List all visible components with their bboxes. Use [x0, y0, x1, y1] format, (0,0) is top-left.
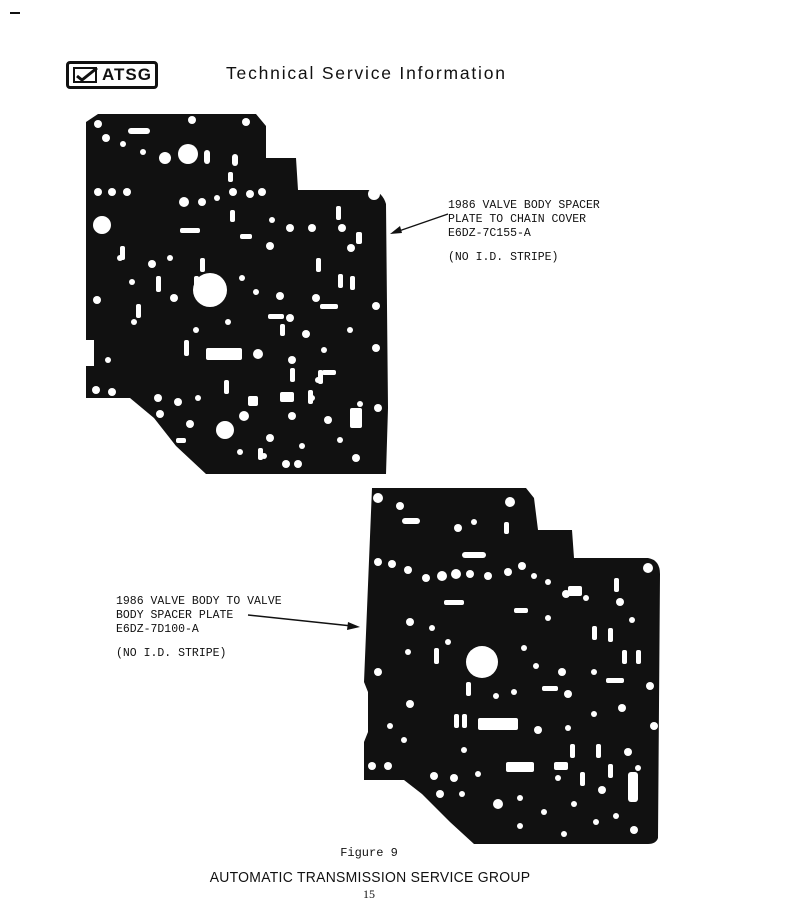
logo-text: ATSG [102, 65, 152, 84]
corner-mark [10, 12, 20, 14]
part-number: E6DZ-7D100-A [116, 623, 199, 636]
page-number: 15 [363, 887, 375, 901]
spacer-plate-drawing-top [80, 108, 400, 478]
atsg-logo: ATSG [66, 61, 158, 89]
part-label-line: PLATE TO CHAIN COVER [448, 213, 587, 226]
part-note: (NO I.D. STRIPE) [116, 647, 227, 660]
part-label-bottom: 1986 VALVE BODY TO VALVE BODY SPACER PLA… [116, 595, 282, 661]
spacer-plate-drawing-bottom [358, 482, 664, 848]
part-label-line: 1986 VALVE BODY TO VALVE [116, 595, 282, 608]
part-number: E6DZ-7C155-A [448, 227, 531, 240]
footer-organization: AUTOMATIC TRANSMISSION SERVICE GROUP [209, 869, 531, 886]
figure-caption: Figure 9 [340, 846, 398, 860]
arrow-icon [247, 614, 360, 630]
part-label-top: 1986 VALVE BODY SPACER PLATE TO CHAIN CO… [448, 199, 600, 265]
atsg-check-logo-icon [73, 66, 98, 83]
part-label-line: BODY SPACER PLATE [116, 609, 234, 622]
arrow-icon [390, 213, 449, 234]
page-title: Technical Service Information [226, 63, 507, 83]
part-label-line: 1986 VALVE BODY SPACER [448, 199, 600, 212]
part-note: (NO I.D. STRIPE) [448, 251, 559, 264]
